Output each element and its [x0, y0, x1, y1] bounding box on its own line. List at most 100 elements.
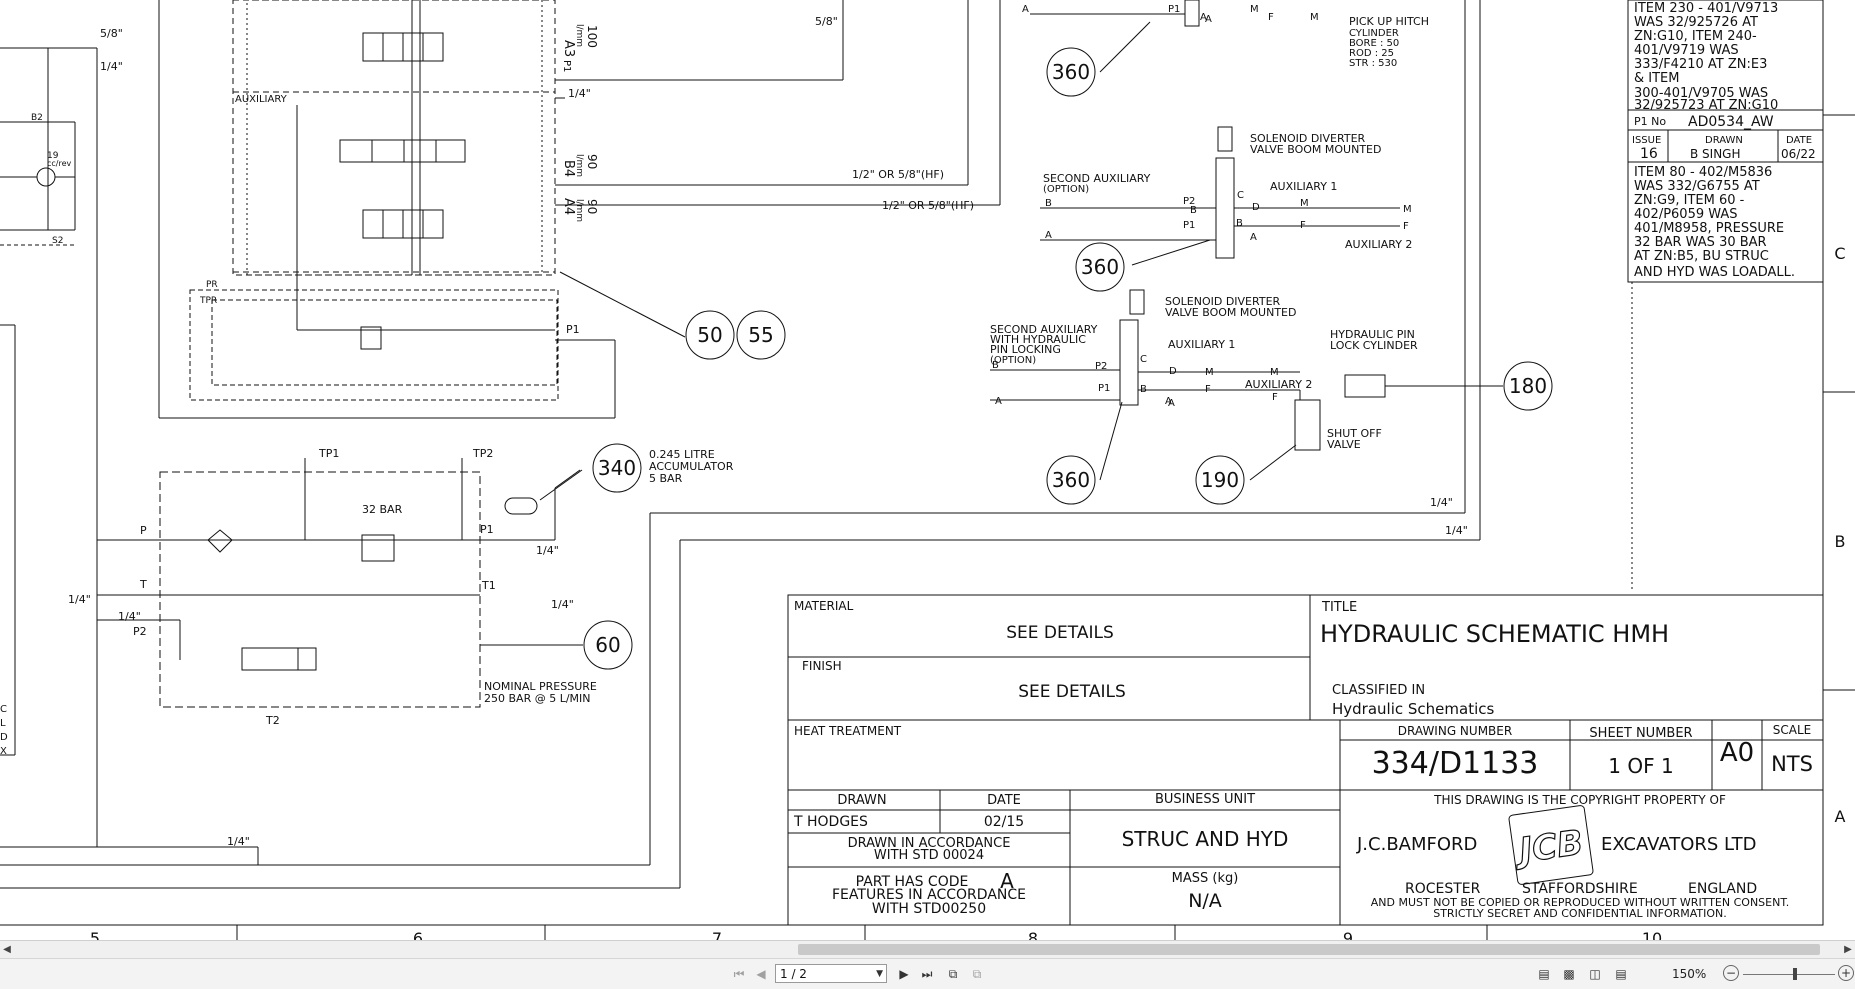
tb-material-value: SEE DETAILS [1006, 623, 1113, 643]
label-acc-3: 5 BAR [649, 472, 683, 485]
scrolling-view-icon[interactable]: ▤ [1615, 967, 1627, 981]
grid-row-c: C [1834, 244, 1845, 263]
tb-finish-value: SEE DETAILS [1018, 682, 1125, 702]
paste-page-icon[interactable]: ⧉ [972, 967, 982, 981]
zoom-slider-thumb[interactable] [1793, 968, 1797, 980]
label-line-f6: F [1268, 12, 1274, 23]
last-page-icon[interactable]: ⏭ [921, 967, 933, 981]
revision-note-6: 32 BAR WAS 30 BAR [1634, 235, 1767, 250]
label-b4: B4 [561, 160, 576, 177]
tb-notice-2: STRICTLY SECRET AND CONFIDENTIAL INFORMA… [1433, 907, 1727, 920]
single-page-view-icon[interactable]: ▤ [1538, 967, 1550, 981]
tb-sheet-value: 1 OF 1 [1608, 754, 1673, 778]
label-port-a2: A [1168, 398, 1175, 409]
label-line-m6: M [1310, 12, 1319, 23]
label-32bar: 32 BAR [362, 503, 403, 516]
tb-date-value: 02/15 [984, 814, 1024, 830]
tb-logo: JCB [1511, 823, 1585, 872]
tb-title-value: HYDRAULIC SCHEMATIC HMH [1320, 620, 1669, 648]
label-side-d: D [0, 732, 8, 743]
zoom-in-icon[interactable]: + [1838, 965, 1854, 981]
label-size-b: 1/4" [536, 544, 559, 557]
label-size-f: 1/4" [227, 835, 250, 848]
label-port-f3: F [1205, 384, 1211, 395]
previous-page-icon[interactable]: ◀ [756, 967, 766, 981]
revision-drawn-value: B SINGH [1690, 147, 1741, 161]
callout-circle-d [685, 310, 735, 360]
first-page-icon[interactable]: ⏮ [733, 967, 745, 981]
label-hf-b: 1/2" OR 5/8"(HF) [882, 199, 974, 212]
label-flow-100: 100 [585, 25, 599, 48]
status-bar: ⏮ ◀ 1 / 2 ▼ ▶ ⏭ ⧉ ⧉ ▤ ▩ ◫ ▤ 150% − + [0, 958, 1855, 989]
revision-line-2: WAS 32/925726 AT [1634, 15, 1758, 30]
revision-note-3: ZN:G9, ITEM 60 - [1634, 193, 1745, 208]
label-line-b1: B [1045, 198, 1052, 209]
label-pin-cyl-1: HYDRAULIC PIN [1330, 328, 1415, 341]
zoom-slider-track[interactable] [1743, 974, 1835, 975]
label-flow-90b: 90 [585, 199, 599, 214]
continuous-view-icon[interactable]: ▩ [1563, 967, 1575, 981]
label-size-left: 5/8" [100, 27, 123, 40]
label-port-c1: C [1237, 190, 1244, 201]
callout-circle-e [736, 310, 786, 360]
callout-circle-g [583, 620, 633, 670]
tb-material-label: MATERIAL [794, 599, 854, 613]
next-page-icon[interactable]: ▶ [899, 967, 909, 981]
callout-circle-i [1195, 455, 1245, 505]
label-port-p2b: P2 [1095, 361, 1107, 372]
callout-circle-c [1046, 455, 1096, 505]
label-nominal-1: NOMINAL PRESSURE [484, 680, 597, 693]
label-sec-pin-3: PIN LOCKING [990, 343, 1061, 356]
label-line-a4: A [1205, 14, 1212, 25]
label-sol-2a: SOLENOID DIVERTER [1165, 295, 1281, 308]
page-selector[interactable]: 1 / 2 ▼ [775, 964, 887, 983]
tb-classified-value: Hydraulic Schematics [1332, 700, 1494, 718]
label-auxiliary: AUXILIARY [235, 94, 288, 105]
tb-part-3: WITH STD00250 [872, 901, 986, 917]
label-acc-2: ACCUMULATOR [649, 460, 734, 473]
label-sec-aux-1: SECOND AUXILIARY [1043, 172, 1151, 185]
tb-classified-label: CLASSIFIED IN [1332, 683, 1425, 698]
scroll-left-arrow-icon[interactable]: ◀ [3, 944, 11, 955]
grid-row-a: A [1835, 807, 1846, 826]
label-size-e: 1/4" [118, 610, 141, 623]
tb-part-1: PART HAS CODE [856, 874, 969, 890]
two-page-view-icon[interactable]: ◫ [1589, 967, 1601, 981]
grid-col-6: 6 [413, 929, 423, 940]
label-port-b2: B [1140, 384, 1147, 395]
callout-circle-f [592, 443, 642, 493]
scroll-right-arrow-icon[interactable]: ▶ [1844, 944, 1852, 955]
tb-title-label: TITLE [1321, 600, 1357, 615]
zoom-level[interactable]: 150% [1672, 967, 1707, 981]
revision-pi-value: AD0534_AW [1688, 114, 1774, 130]
tb-addr-1: ROCESTER [1405, 881, 1481, 897]
revision-line-1: ITEM 230 - 401/V9713 [1634, 1, 1778, 16]
label-s2: S2 [52, 236, 63, 246]
tb-bu-value: STRUC AND HYD [1122, 827, 1289, 851]
tb-drawing-number-label: DRAWING NUMBER [1398, 724, 1512, 738]
label-aux2-b: AUXILIARY 2 [1245, 378, 1312, 391]
label-size-d: 1/4" [68, 593, 91, 606]
label-flow-90a: 90 [585, 154, 599, 169]
callout-50: 50 [697, 323, 722, 347]
label-line-a3: A [995, 396, 1002, 407]
scrollbar-thumb[interactable] [798, 944, 1820, 955]
label-a3: A3 [561, 40, 576, 57]
label-p2: P2 [133, 625, 147, 638]
callout-circle-a [1046, 47, 1096, 97]
label-pickup-3: BORE : 50 [1349, 38, 1399, 49]
revision-line-4: 401/V9719 WAS [1634, 43, 1739, 58]
label-sol-2b: VALVE BOOM MOUNTED [1165, 306, 1296, 319]
label-pump-unit: cc/rev [47, 159, 72, 168]
horizontal-scrollbar[interactable]: ◀ ▶ [0, 940, 1855, 959]
label-sol-1b: VALVE BOOM MOUNTED [1250, 143, 1381, 156]
callout-60: 60 [595, 633, 620, 657]
label-port-f1: F [1300, 220, 1306, 231]
label-line-b5: B [1190, 205, 1197, 216]
label-port-p1a: P1 [1168, 4, 1180, 15]
tb-bu-label: BUSINESS UNIT [1155, 792, 1255, 807]
label-shut-1: SHUT OFF [1327, 427, 1382, 440]
copy-page-icon[interactable]: ⧉ [948, 967, 958, 981]
zoom-out-icon[interactable]: − [1723, 965, 1739, 981]
label-lmin-b: l/mm [574, 154, 584, 177]
